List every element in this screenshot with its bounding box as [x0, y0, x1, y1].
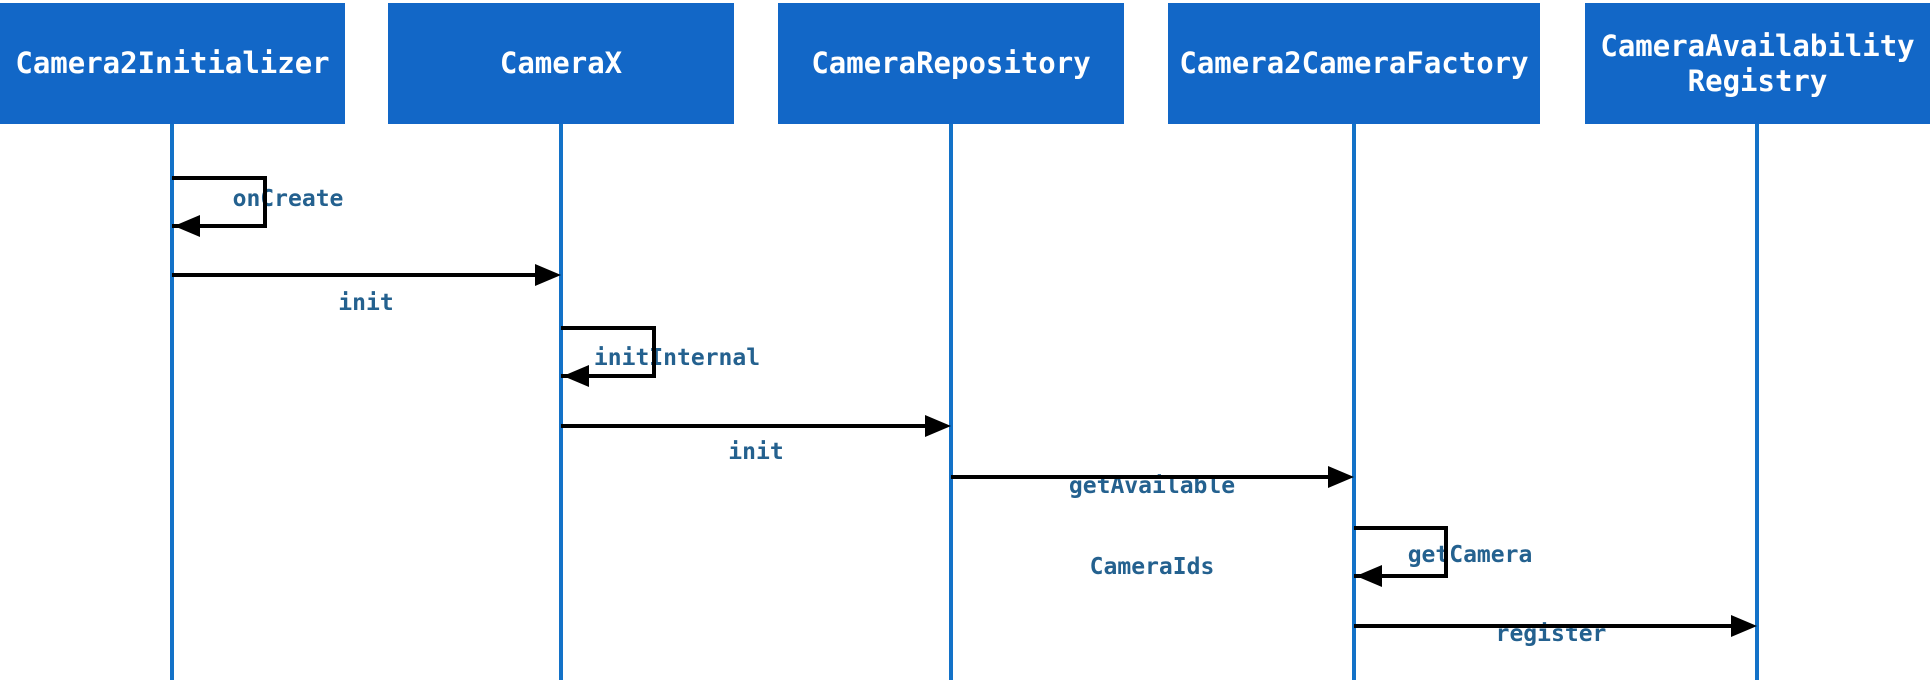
lifeline-camera-repository [949, 122, 953, 680]
participant-label: CameraX [499, 46, 623, 80]
participant-label: Camera2Initializer [15, 46, 330, 80]
participant-box-camera-availability-registry: CameraAvailability Registry [1585, 3, 1930, 124]
participant-label: Camera2CameraFactory [1179, 46, 1529, 80]
participant-box-camera2-camera-factory: Camera2CameraFactory [1168, 3, 1540, 124]
arrowhead-right-icon [925, 415, 951, 437]
message-line-init-2 [561, 424, 925, 428]
arrowhead-right-icon [1731, 615, 1757, 637]
lifeline-camera2-initializer [170, 122, 174, 680]
participant-box-camera2-initializer: Camera2Initializer [0, 3, 345, 124]
participant-box-camera-repository: CameraRepository [778, 3, 1124, 124]
arrowhead-left-icon [1356, 565, 1382, 587]
lifeline-camera-availability-registry [1755, 122, 1759, 680]
participant-box-camerax: CameraX [388, 3, 734, 124]
message-line-init-1 [172, 273, 537, 277]
message-label-initinternal: initInternal [593, 345, 761, 371]
self-call-loop-oncreate [172, 176, 267, 228]
lifeline-camera2-camera-factory [1352, 122, 1356, 680]
message-label-init-1: init [338, 290, 394, 316]
participant-label: CameraAvailability [1600, 28, 1915, 63]
self-call-loop-getcamera [1354, 526, 1448, 578]
message-label-oncreate: onCreate [232, 186, 344, 212]
arrowhead-left-icon [563, 365, 589, 387]
participant-label: Registry [1687, 63, 1828, 98]
participant-label: CameraRepository [811, 46, 1091, 80]
message-line-registercamera [1354, 624, 1731, 628]
lifeline-camerax [559, 122, 563, 680]
arrowhead-left-icon [174, 215, 200, 237]
self-call-loop-initinternal [561, 326, 656, 378]
message-label-getcamera: getCamera [1407, 542, 1533, 568]
arrowhead-right-icon [1328, 466, 1354, 488]
message-line-getavailablecameraids [951, 475, 1328, 479]
message-label-getavailablecameraids: getAvailable CameraIds [1068, 473, 1236, 580]
message-label-init-2: init [728, 439, 784, 465]
arrowhead-right-icon [535, 264, 561, 286]
